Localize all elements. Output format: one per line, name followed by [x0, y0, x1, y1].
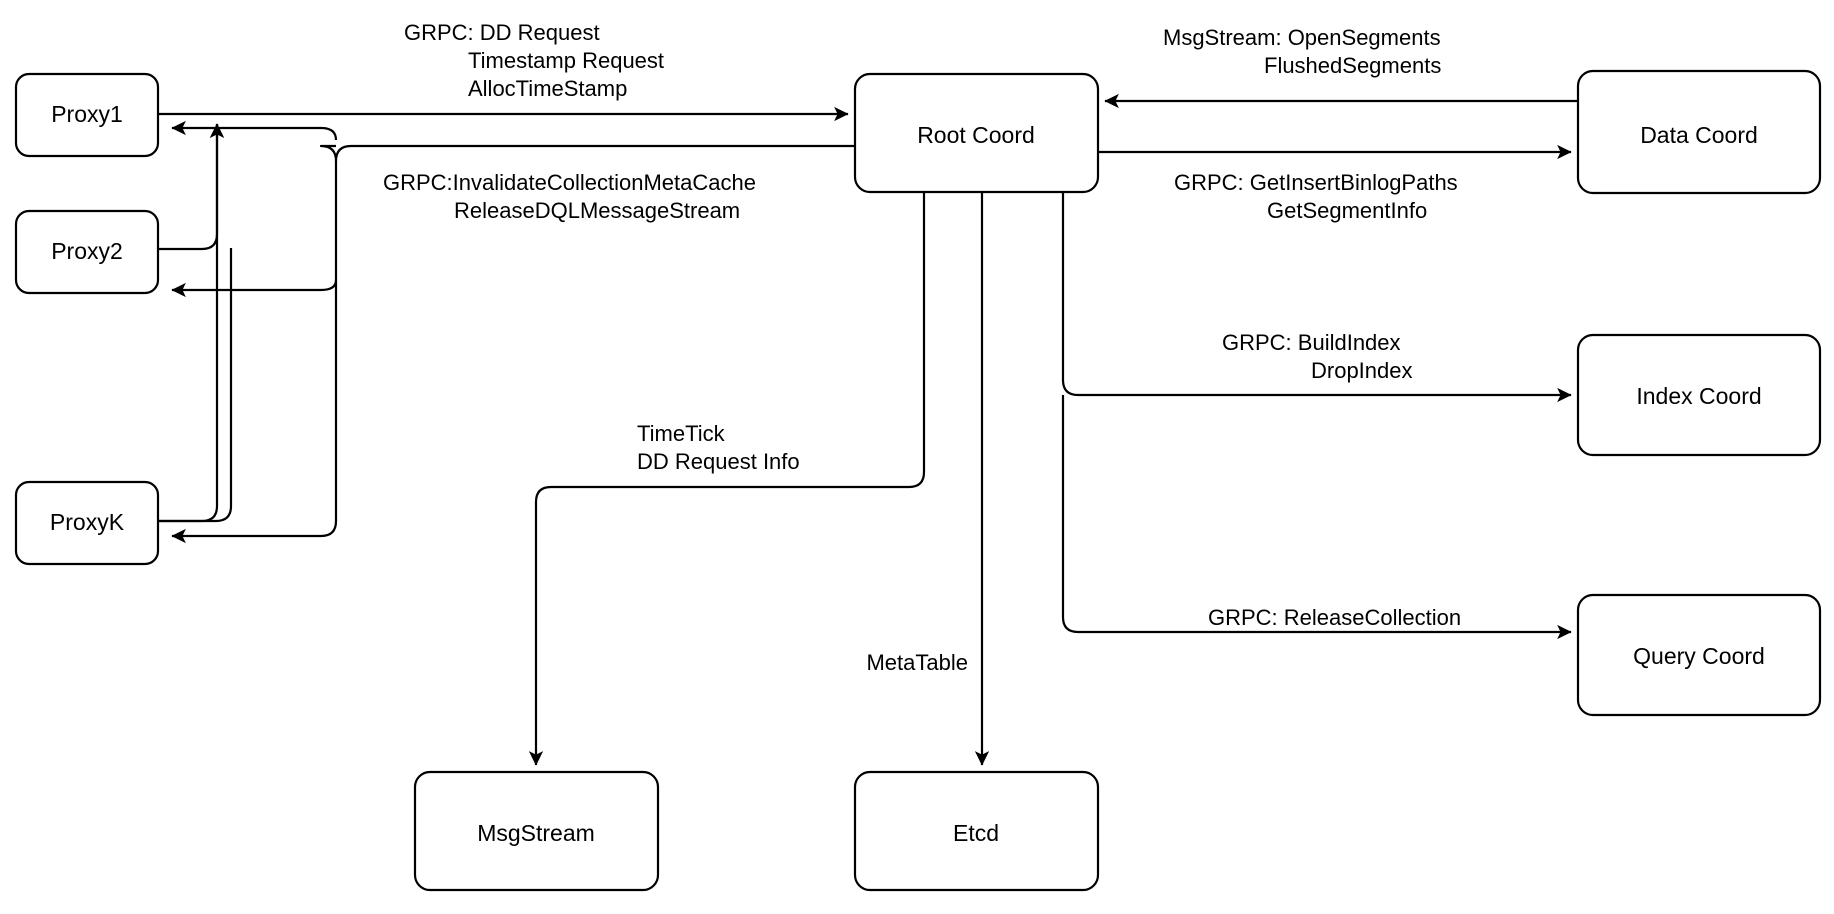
node-proxy1-label: Proxy1: [51, 101, 123, 127]
node-msgstream[interactable]: MsgStream: [413, 770, 660, 892]
edge-rootcoord-to-etcd: MetaTable: [866, 192, 990, 766]
node-etcd-label: Etcd: [953, 820, 999, 846]
node-proxy2-shape: [14, 209, 160, 295]
node-root-coord-shape: [853, 72, 1100, 194]
edge-rootcoord-to-msgstream: TimeTick DD Request Info: [528, 192, 926, 766]
edge-rootcoord-to-proxy1-path: [171, 120, 338, 141]
node-data-coord-shape: [1576, 69, 1822, 195]
edge-rootcoord-to-indexcoord-label-line2: DropIndex: [1311, 358, 1413, 383]
edge-rootcoord-to-msgstream-label-line2: DD Request Info: [637, 449, 800, 474]
edge-rootcoord-to-proxy-label-line2: ReleaseDQLMessageStream: [454, 198, 740, 223]
edge-rootcoord-to-proxy-label-line1: GRPC:InvalidateCollectionMetaCache: [383, 170, 756, 195]
edge-rootcoord-to-proxy2-path: [171, 279, 338, 298]
edge-proxy-to-rootcoord-label-line3: AllocTimeStamp: [468, 76, 627, 101]
edge-rootcoord-to-proxy: GRPC:InvalidateCollectionMetaCache Relea…: [171, 120, 855, 544]
node-proxyk[interactable]: ProxyK: [14, 480, 160, 566]
edge-rootcoord-to-datacoord-label-line2: GetSegmentInfo: [1267, 198, 1427, 223]
node-proxyk-label: ProxyK: [50, 509, 125, 535]
edge-rootcoord-to-indexcoord-path: [1061, 192, 1572, 403]
edge-rootcoord-to-indexcoord-label-line1: GRPC: BuildIndex: [1222, 330, 1401, 355]
edge-datacoord-to-rootcoord: MsgStream: OpenSegments FlushedSegments: [1104, 25, 1578, 109]
edge-datacoord-to-rootcoord-label-line1: MsgStream: OpenSegments: [1163, 25, 1441, 50]
edge-proxy-to-rootcoord-label-line2: Timestamp Request: [468, 48, 664, 73]
node-msgstream-label: MsgStream: [477, 820, 595, 846]
node-etcd-shape: [853, 770, 1100, 892]
edge-rootcoord-to-querycoord: GRPC: ReleaseCollection: [1061, 395, 1572, 640]
node-index-coord-shape: [1576, 333, 1822, 457]
edge-return-corner-helper: [319, 144, 338, 162]
edge-rootcoord-to-proxyk-path: [171, 144, 855, 544]
node-proxy2-label: Proxy2: [51, 238, 123, 264]
edge-rootcoord-to-querycoord-label-line1: GRPC: ReleaseCollection: [1208, 605, 1461, 630]
node-root-coord[interactable]: Root Coord: [853, 72, 1100, 194]
node-proxy2[interactable]: Proxy2: [14, 209, 160, 295]
edge-proxyk-trunk-entry: [158, 500, 219, 523]
node-query-coord[interactable]: Query Coord: [1576, 593, 1822, 717]
edge-proxy-to-rootcoord-label-line1: GRPC: DD Request: [404, 20, 600, 45]
edge-datacoord-to-rootcoord-label-line2: FlushedSegments: [1264, 53, 1441, 78]
node-query-coord-label: Query Coord: [1633, 643, 1765, 669]
edge-rootcoord-to-indexcoord: GRPC: BuildIndex DropIndex: [1061, 192, 1572, 403]
node-root-coord-label: Root Coord: [917, 122, 1035, 148]
edge-rootcoord-to-datacoord-label-line1: GRPC: GetInsertBinlogPaths: [1174, 170, 1458, 195]
node-index-coord-label: Index Coord: [1636, 383, 1761, 409]
node-etcd[interactable]: Etcd: [853, 770, 1100, 892]
edge-proxy-to-rootcoord: GRPC: DD Request Timestamp Request Alloc…: [158, 20, 849, 523]
node-data-coord-label: Data Coord: [1640, 122, 1758, 148]
edge-proxyk-join-path: [158, 248, 233, 523]
node-proxy1[interactable]: Proxy1: [14, 72, 160, 158]
edge-rootcoord-to-msgstream-path: [528, 192, 926, 766]
edge-rootcoord-to-datacoord: GRPC: GetInsertBinlogPaths GetSegmentInf…: [1098, 144, 1572, 223]
node-proxyk-shape: [14, 480, 160, 566]
edge-rootcoord-to-msgstream-label-line1: TimeTick: [637, 421, 726, 446]
edge-proxy2-join-path: [158, 123, 225, 251]
node-query-coord-shape: [1576, 593, 1822, 717]
node-index-coord[interactable]: Index Coord: [1576, 333, 1822, 457]
node-data-coord[interactable]: Data Coord: [1576, 69, 1822, 195]
edge-rootcoord-to-querycoord-path: [1061, 395, 1572, 640]
edge-rootcoord-to-etcd-label-line1: MetaTable: [866, 650, 968, 675]
node-msgstream-shape: [413, 770, 660, 892]
